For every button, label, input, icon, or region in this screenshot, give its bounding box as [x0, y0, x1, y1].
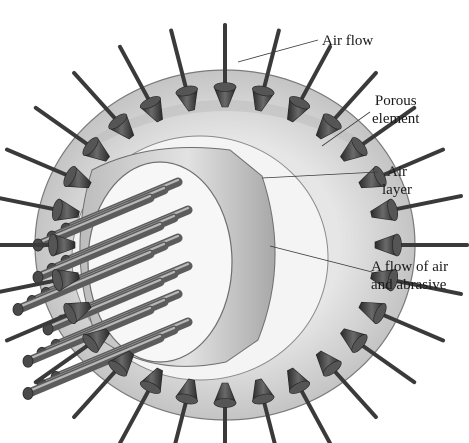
label-air-layer: Air layer: [382, 163, 412, 199]
label-porous-element: Porous element: [372, 92, 419, 128]
air-nozzle: [375, 234, 467, 256]
label-air-layer-line2: layer: [382, 181, 412, 199]
label-mix-line2: and abrasive: [371, 276, 448, 294]
label-mix-line1: A flow of air: [371, 258, 448, 276]
leader-air-flow: [238, 40, 318, 62]
label-air-abrasive-flow: A flow of air and abrasive: [371, 258, 448, 294]
label-air-flow: Air flow: [322, 32, 373, 50]
label-porous-line1: Porous: [372, 92, 419, 110]
label-porous-line2: element: [372, 110, 419, 128]
label-air-layer-line1: Air: [382, 163, 412, 181]
air-nozzle: [214, 25, 236, 107]
label-air-flow-text: Air flow: [322, 33, 373, 49]
